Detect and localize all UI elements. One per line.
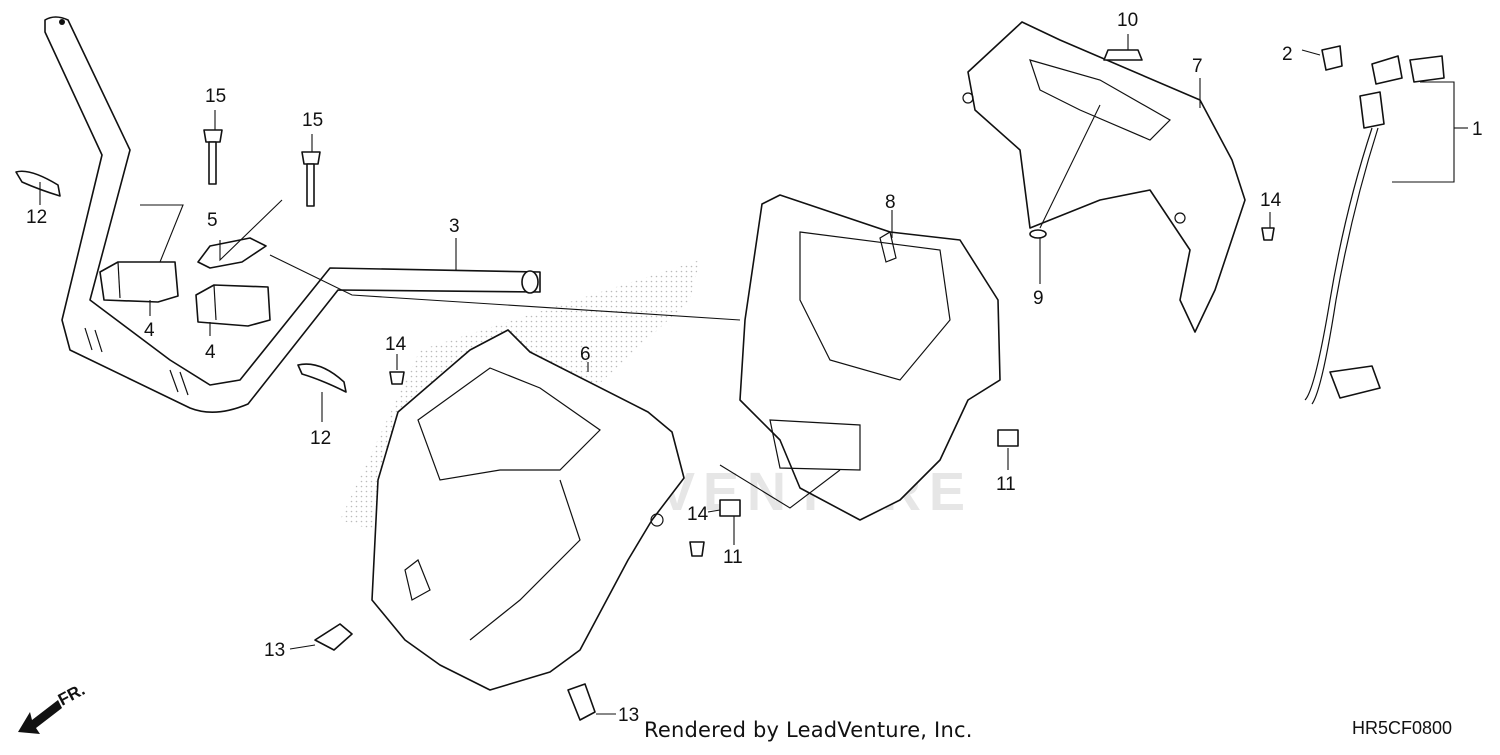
screw-14b (689, 541, 705, 557)
callout-11a: 11 (723, 547, 743, 568)
band-right (297, 363, 347, 393)
callout-1: 1 (1472, 119, 1483, 140)
callout-12b: 12 (310, 428, 331, 449)
callout-13a: 13 (264, 640, 285, 661)
callout-10: 10 (1117, 10, 1138, 31)
clip-2 (1321, 45, 1343, 71)
callout-8: 8 (885, 192, 896, 213)
grommet-9 (1029, 229, 1047, 239)
callout-11b: 11 (996, 474, 1016, 495)
clip-13a (314, 623, 353, 651)
screw-14a (389, 371, 405, 385)
callout-4b: 4 (205, 342, 216, 363)
callout-2: 2 (1282, 44, 1293, 65)
callout-3: 3 (449, 216, 460, 237)
handlebar-holder-left (99, 261, 179, 303)
bracket (197, 237, 267, 269)
credit-text: Rendered by LeadVenture, Inc. (644, 718, 973, 742)
bolt-15-left (203, 129, 223, 185)
clip-13b (567, 683, 596, 721)
callout-14b: 14 (687, 504, 709, 525)
bolt-11b (997, 429, 1019, 447)
callout-12a: 12 (26, 207, 47, 228)
bolt-11a (719, 499, 741, 517)
callout-6: 6 (580, 344, 591, 365)
headlight-case (739, 194, 1001, 521)
callout-14a: 14 (385, 334, 407, 355)
ignition-switch-assembly (1304, 55, 1445, 405)
callout-5: 5 (207, 210, 218, 231)
headlight-cover (371, 329, 685, 691)
callout-7: 7 (1192, 56, 1203, 77)
top-cover (962, 21, 1246, 333)
handlebar-holder-right (195, 284, 271, 327)
handlebar (44, 16, 541, 413)
screw-14c (1261, 227, 1275, 241)
band-left (15, 170, 61, 197)
callout-15a: 15 (205, 86, 226, 107)
callout-4a: 4 (144, 320, 155, 341)
callout-9: 9 (1033, 288, 1044, 309)
callout-14c: 14 (1260, 190, 1282, 211)
clip-10 (1103, 49, 1143, 61)
front-arrow-icon: FR. (18, 680, 88, 734)
callout-labels: 12 15 15 5 3 4 4 6 8 7 10 9 2 1 14 14 12… (26, 10, 1483, 726)
diagram-code: HR5CF0800 (1352, 718, 1453, 738)
callout-13b: 13 (618, 705, 639, 726)
callout-15b: 15 (302, 110, 323, 131)
leader-lines (39, 34, 1468, 715)
bolt-15-right (301, 151, 321, 207)
